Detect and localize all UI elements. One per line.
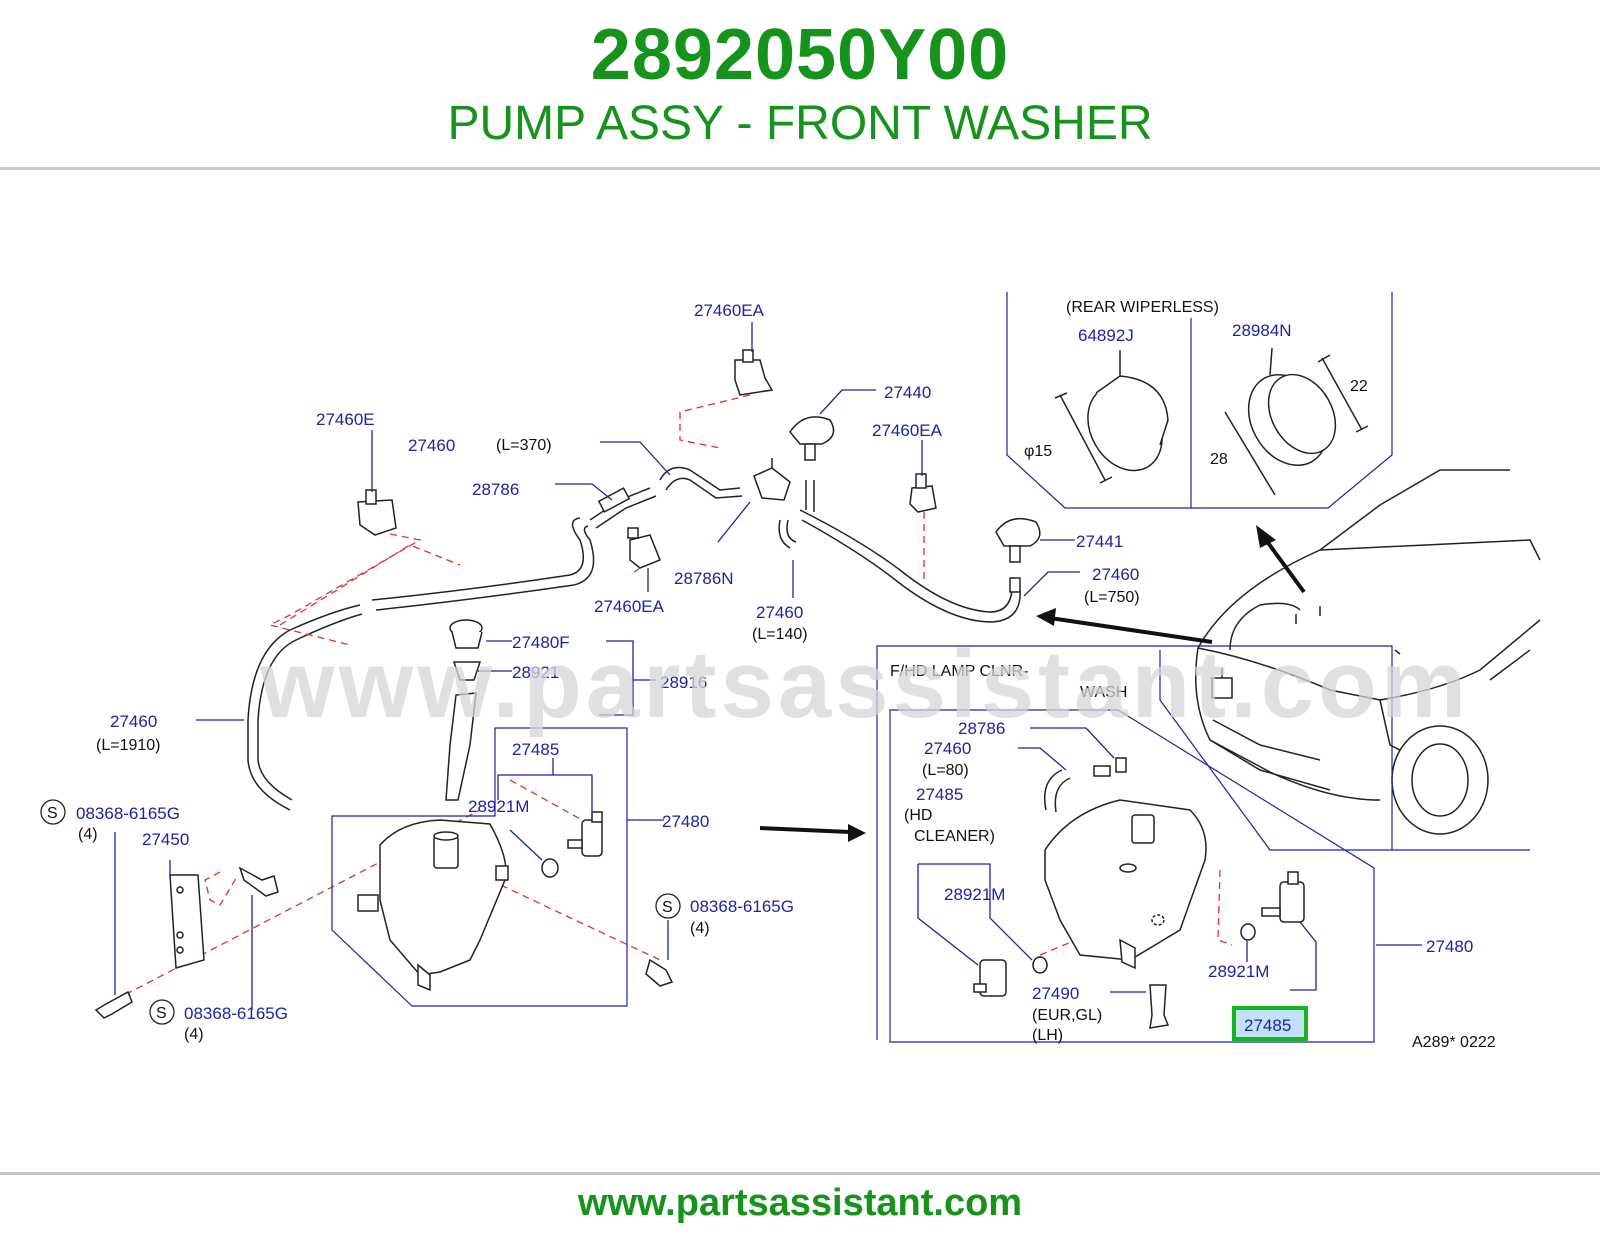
hd-cleaner-note-1: (HD (904, 807, 932, 824)
header-divider (0, 167, 1600, 170)
callout-27460-b: 27460 (756, 603, 803, 622)
s-symbol-b-text: S (156, 1005, 167, 1022)
length-370: (L=370) (496, 437, 552, 454)
hd-cleaner-inset (876, 645, 1393, 1043)
hd-cleaner-note-2: CLEANER) (914, 828, 995, 845)
callout-bolt-a: 08368-6165G (76, 804, 180, 823)
callout-27480-main: 27480 (662, 812, 709, 831)
callout-27441: 27441 (1076, 532, 1123, 551)
callout-64892j: 64892J (1078, 326, 1134, 345)
length-80: (L=80) (922, 762, 969, 779)
dimension-28: 28 (1210, 451, 1228, 468)
page-title: 2892050Y00 (590, 15, 1010, 95)
highlighted-part-box[interactable] (1232, 1006, 1308, 1041)
callout-27450: 27450 (142, 830, 189, 849)
s-symbol-a (40, 799, 66, 825)
callout-labels: 27460EA 27460E 27460 (L=370) 28786 27440… (40, 299, 1496, 1051)
diagram-code: A289* 0222 (1412, 1034, 1496, 1051)
note-eur-gl: (EUR,GL) (1032, 1007, 1102, 1024)
callout-27460e: 27460E (316, 410, 375, 429)
cap-28984n-part (1224, 347, 1369, 496)
callout-27485-highlighted[interactable]: 27485 (1244, 1016, 1291, 1035)
callout-27490: 27490 (1032, 984, 1079, 1003)
callout-28786: 28786 (472, 480, 519, 499)
hd-inset-title-2: WASH (1080, 684, 1127, 701)
callout-27460-a: 27460 (408, 436, 455, 455)
callout-28921: 28921 (512, 663, 559, 682)
note-lh: (LH) (1032, 1027, 1063, 1044)
callout-27440: 27440 (884, 383, 931, 402)
callout-28921m-main: 28921M (468, 797, 529, 816)
footer-url[interactable]: www.partsassistant.com (577, 1182, 1023, 1224)
length-1910: (L=1910) (96, 737, 161, 754)
filler-neck-parts (445, 619, 483, 801)
callout-27485-hd: 27485 (916, 785, 963, 804)
callout-27460-hd: 27460 (924, 739, 971, 758)
s-symbol-c-text: S (662, 899, 673, 916)
washer-hoses (247, 466, 1021, 811)
reference-arrows (759, 525, 1306, 842)
dimension-phi15: φ15 (1024, 443, 1052, 460)
callout-27460ea-bot: 27460EA (594, 597, 665, 616)
callout-28984n: 28984N (1232, 321, 1292, 340)
callout-28786n: 28786N (674, 569, 734, 588)
length-140: (L=140) (752, 626, 808, 643)
hd-inset-title-1: F/HD LAMP CLNR- (890, 663, 1028, 680)
s-symbol-a-text: S (47, 805, 58, 822)
bolt-a-quantity: (4) (78, 826, 98, 843)
bolt-b-quantity: (4) (184, 1026, 204, 1043)
watermark: www.partsassistant.com (260, 631, 1471, 738)
cap-64892j-part (1054, 350, 1169, 484)
callout-28916: 28916 (660, 673, 707, 692)
callout-27460ea-mid: 27460EA (872, 421, 943, 440)
callout-27485-main: 27485 (512, 740, 559, 759)
rear-inset-title: (REAR WIPERLESS) (1066, 299, 1219, 316)
callout-bolt-b: 08368-6165G (184, 1004, 288, 1023)
part-description: PUMP ASSY - FRONT WASHER (447, 97, 1153, 150)
callout-28921m-hd-right: 28921M (1208, 962, 1269, 981)
pump-main (541, 811, 603, 878)
dimension-22: 22 (1350, 378, 1368, 395)
callout-27460ea-top: 27460EA (694, 301, 765, 320)
rear-wiperless-inset (1006, 292, 1393, 509)
callout-28786-hd: 28786 (958, 719, 1005, 738)
s-symbol-b (149, 999, 175, 1025)
length-750: (L=750) (1084, 589, 1140, 606)
footer-divider (0, 1172, 1600, 1175)
s-symbol-c (655, 893, 681, 919)
callout-27460-c: 27460 (1092, 565, 1139, 584)
callout-bolt-c: 08368-6165G (690, 897, 794, 916)
bolt-c-quantity: (4) (690, 920, 710, 937)
callout-leaders (114, 322, 1422, 1010)
callout-27480-hd: 27480 (1426, 937, 1473, 956)
callout-27480f: 27480F (512, 633, 570, 652)
reservoir-tank (331, 727, 628, 1007)
vehicle-outline (1159, 469, 1541, 851)
clips-and-connectors (357, 349, 1041, 569)
bracket-and-bolts (94, 866, 674, 1019)
callout-27460-d: 27460 (110, 712, 157, 731)
callout-28921m-hd-left: 28921M (944, 885, 1005, 904)
